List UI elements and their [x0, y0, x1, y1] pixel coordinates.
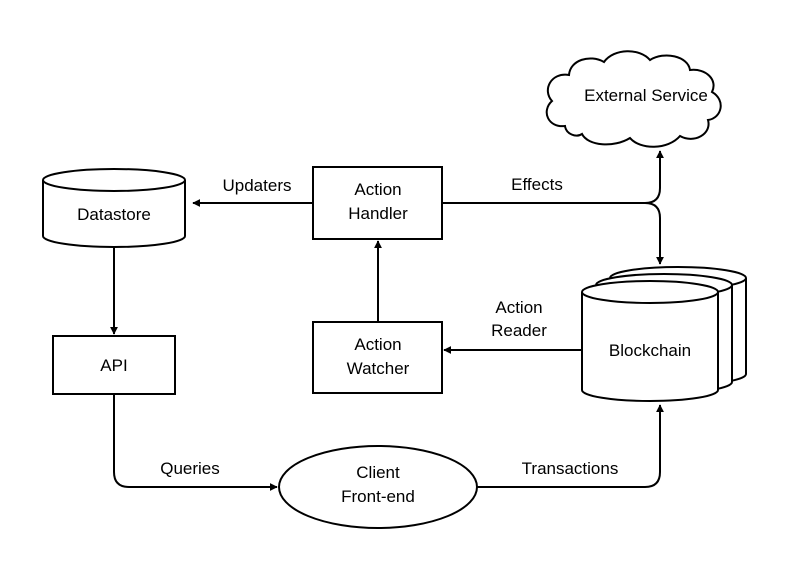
action-reader-label-line2: Reader: [491, 321, 547, 340]
action-handler-label-line1: Action: [354, 180, 401, 199]
client-node: Client Front-end: [278, 445, 478, 529]
action-watcher-node: Action Watcher: [312, 321, 443, 394]
queries-label: Queries: [160, 459, 220, 478]
transactions-label: Transactions: [522, 459, 619, 478]
action-watcher-label-line1: Action: [354, 335, 401, 354]
effects-label: Effects: [511, 175, 563, 194]
external-service-node: External Service: [545, 50, 722, 148]
api-label: API: [100, 356, 127, 375]
client-label-line2: Front-end: [341, 487, 415, 506]
external-service-label: External Service: [584, 86, 708, 105]
action-handler-node: Action Handler: [312, 166, 443, 240]
api-node: API: [52, 335, 176, 395]
blockchain-node: Blockchain: [581, 266, 747, 402]
datastore-label: Datastore: [77, 205, 151, 224]
client-label-line1: Client: [356, 463, 400, 482]
blockchain-label: Blockchain: [609, 341, 691, 360]
datastore-node: Datastore: [42, 168, 186, 248]
edge-queries: [113, 395, 278, 491]
action-handler-label-line2: Handler: [348, 204, 408, 223]
edge-effects-blockchain: [644, 202, 664, 265]
action-reader-label-line1: Action: [495, 298, 542, 317]
updaters-label: Updaters: [223, 176, 292, 195]
edge-transactions: [477, 404, 664, 488]
action-watcher-label-line2: Watcher: [347, 359, 410, 378]
